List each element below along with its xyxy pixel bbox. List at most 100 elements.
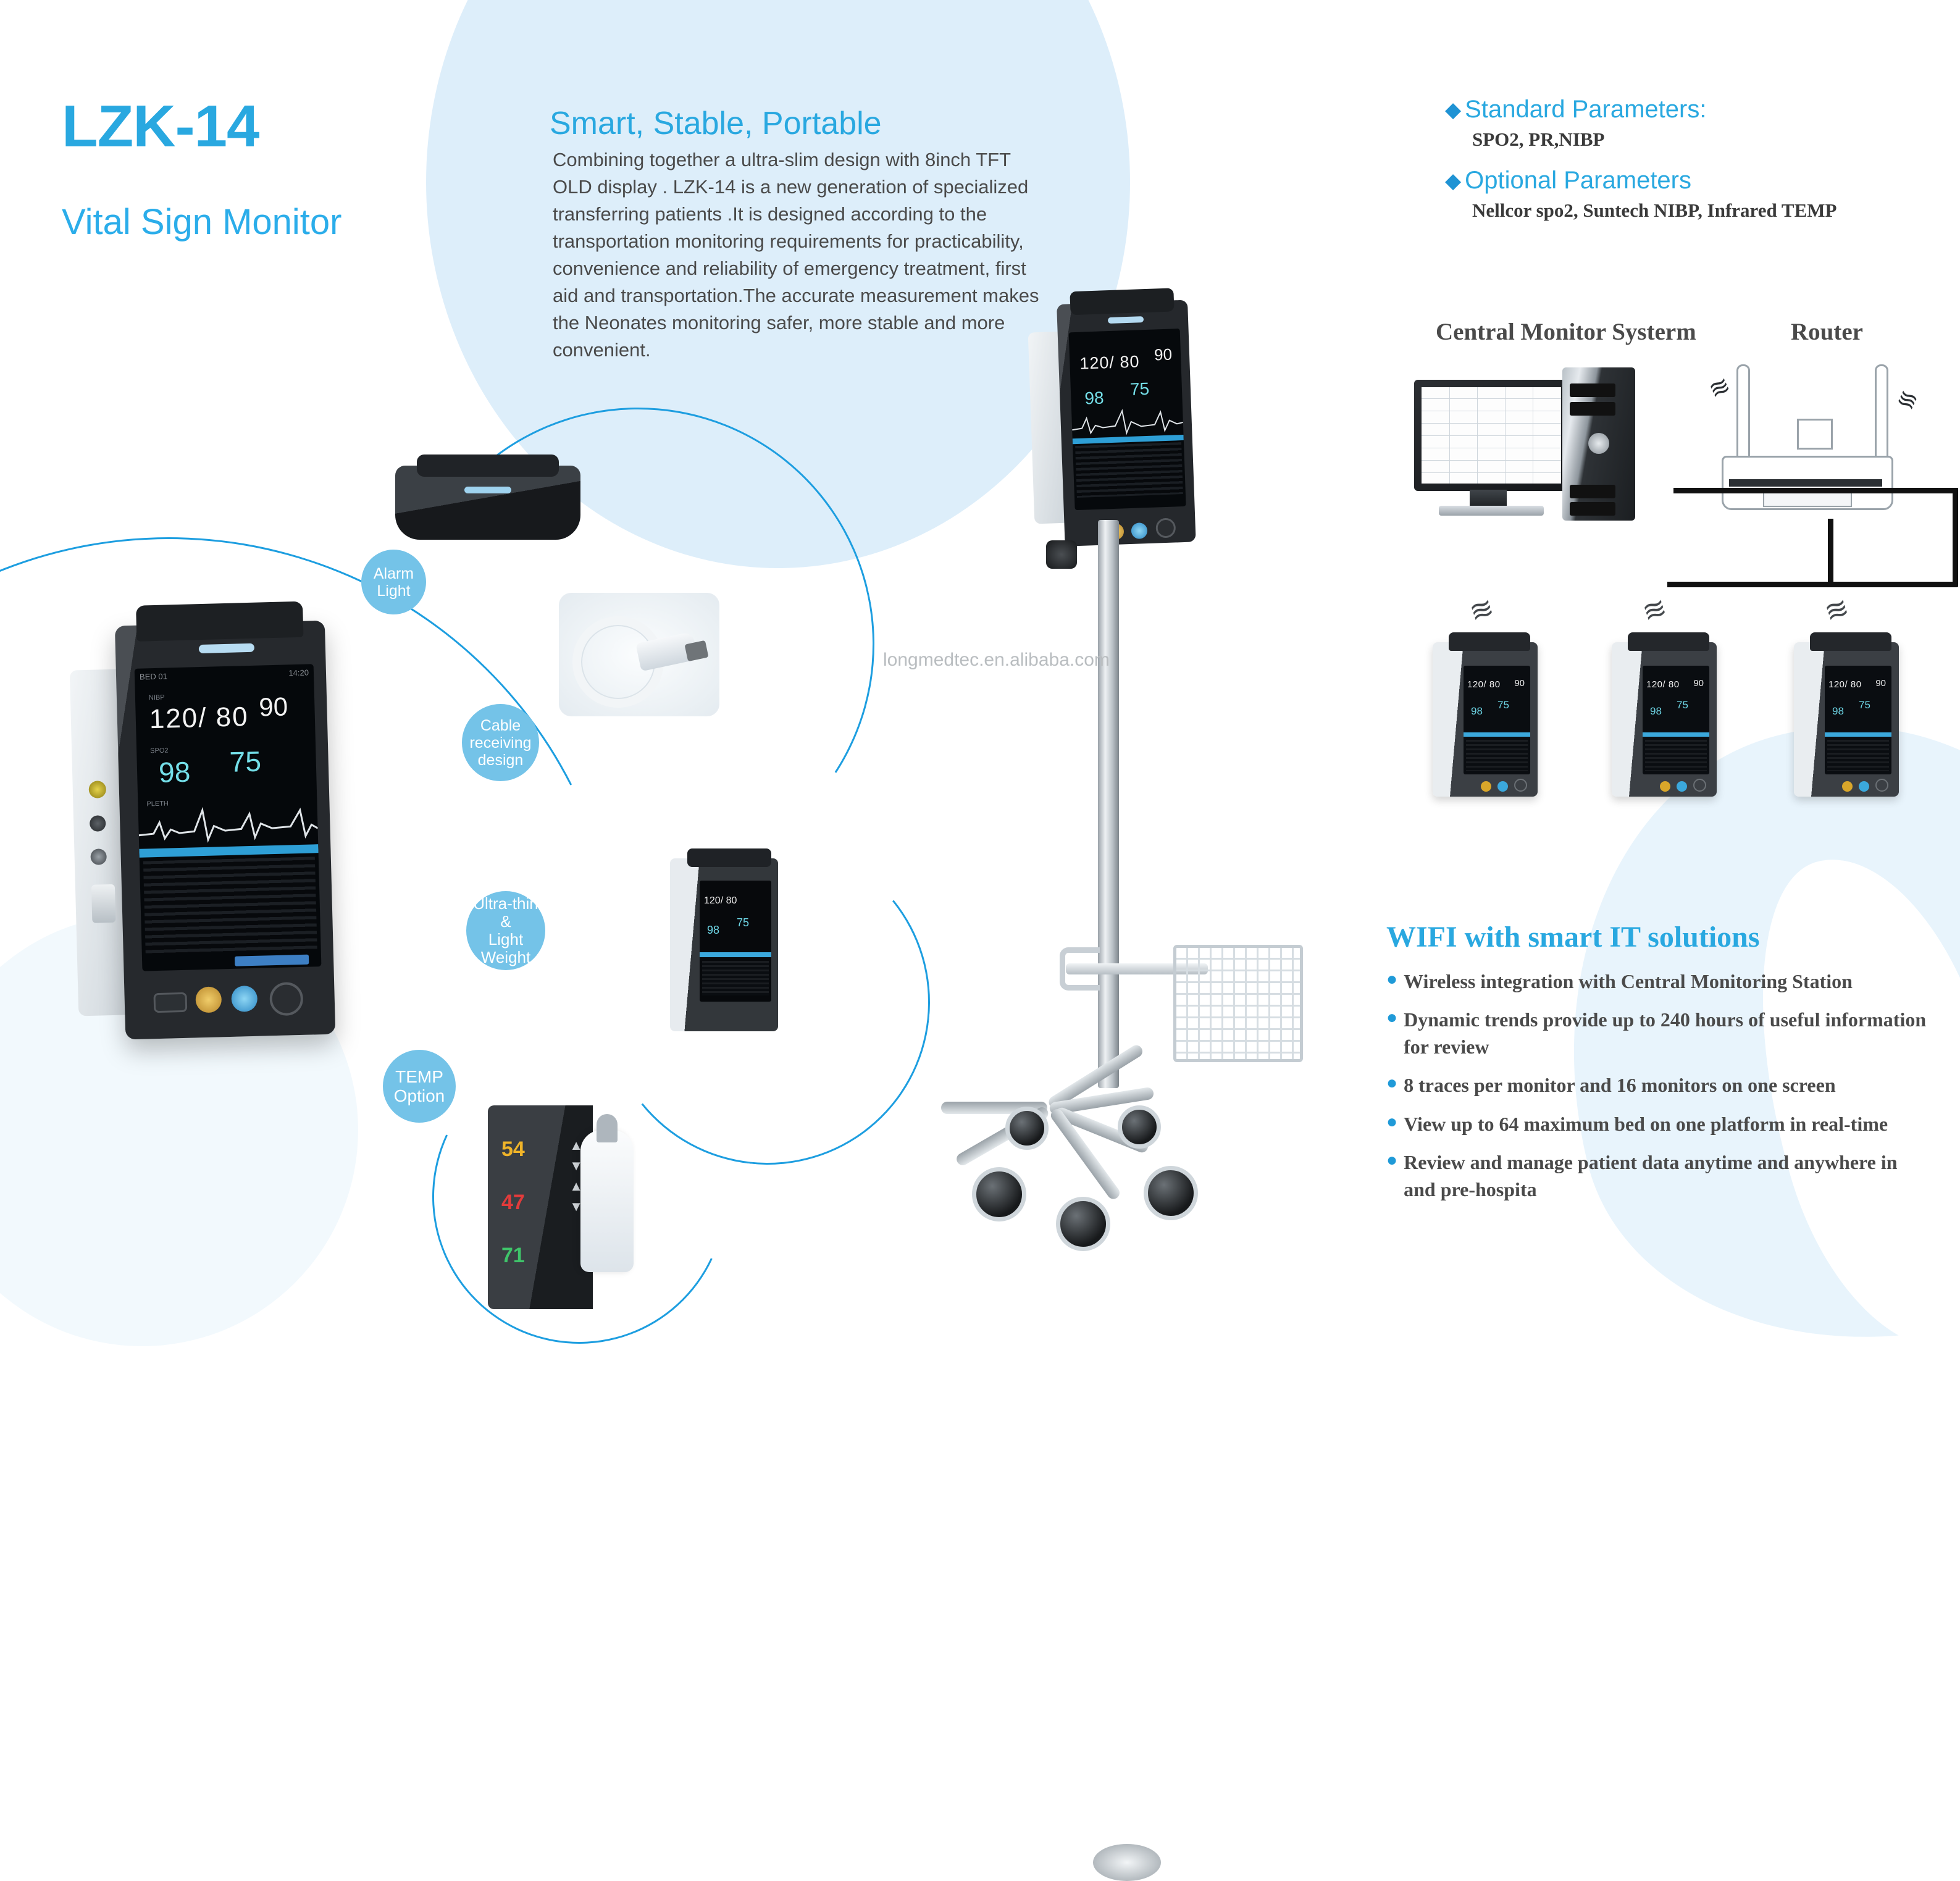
- alarm-light-indicator: [1107, 316, 1144, 324]
- wifi-signal-icon: ≋: [1465, 590, 1498, 629]
- mount-adjust-knob[interactable]: [1046, 540, 1077, 569]
- stand-hub: [1093, 1844, 1161, 1881]
- screen-status-bar: BED 01 14:20: [140, 668, 309, 685]
- watermark-url: longmedtec.en.alibaba.com: [883, 650, 1110, 670]
- hr-value: 75: [1497, 699, 1509, 711]
- callout-label-line1: Ultra-thin &: [473, 894, 538, 931]
- router-title: Router: [1791, 319, 1863, 345]
- router-power-adapter: [1797, 419, 1833, 450]
- alarm-light-indicator: [464, 487, 511, 493]
- temp-value-2: 47: [501, 1191, 525, 1214]
- spo2-value: 98: [1650, 705, 1662, 717]
- wifi-bullet-text: View up to 64 maximum bed on one platfor…: [1404, 1112, 1888, 1135]
- menu-button[interactable]: [153, 992, 188, 1013]
- clock-label: 14:20: [288, 668, 309, 678]
- hr-value: 75: [229, 745, 262, 778]
- wifi-monitor-1: 120/ 80 90 98 75: [1433, 632, 1538, 797]
- callout-label: Cable receiving design: [462, 717, 539, 769]
- caster-wheel: [1144, 1166, 1198, 1220]
- pc-vent: [1570, 502, 1615, 516]
- caster-wheel: [1005, 1107, 1049, 1150]
- callout-label: Alarm Light: [373, 564, 414, 600]
- wifi-bullet-item: ● Wireless integration with Central Moni…: [1386, 968, 1930, 995]
- monitor-button-alarm: [1842, 781, 1853, 792]
- caster-wheel: [1118, 1105, 1161, 1149]
- monitor-handle: [1449, 632, 1530, 651]
- arrow-indicators-icon: ▲▼▲▼: [569, 1137, 583, 1214]
- callout-label-line1: TEMP: [395, 1066, 443, 1086]
- pr-value: 90: [1693, 678, 1704, 689]
- pc-monitor: [1414, 380, 1568, 491]
- spo2-value: 98: [158, 755, 191, 789]
- monitor-screen: 120/ 80 90 98 75: [1643, 666, 1709, 774]
- wifi-signal-icon: ≋: [1820, 590, 1853, 629]
- device-screen: 120/ 80 98 75: [700, 881, 771, 1002]
- screen-trend-table: [143, 857, 317, 954]
- wifi-bullet-item: ● Review and manage patient data anytime…: [1386, 1149, 1930, 1203]
- callout-alarm-light: Alarm Light: [361, 550, 426, 614]
- hr-value: 75: [1859, 699, 1870, 711]
- router-power-cable: [1828, 519, 1833, 584]
- network-cable-horizontal: [1673, 488, 1958, 493]
- optional-parameters-label: Optional Parameters: [1465, 167, 1691, 194]
- wifi-signal-icon: ≋: [1704, 371, 1735, 405]
- pr-value: 90: [1514, 678, 1525, 689]
- pr-value: 90: [1154, 345, 1173, 364]
- pc-monitor-base: [1439, 506, 1544, 516]
- callout-label: Ultra-thin & Light Weight: [466, 894, 545, 967]
- wifi-bullet-text: 8 traces per monitor and 16 monitors on …: [1404, 1074, 1836, 1097]
- pr-value: 90: [1875, 678, 1886, 689]
- spo2-value: 98: [707, 924, 720, 936]
- waveform-graphic: [1072, 409, 1184, 435]
- device-handle: [136, 601, 304, 642]
- bp-value: 120/ 80: [704, 895, 737, 906]
- network-cable-vertical: [1953, 488, 1958, 587]
- monitor-button-nibp: [1497, 781, 1508, 792]
- device-screen: 120/ 80 90 98 75: [1068, 329, 1186, 511]
- callout-label-line2: Light Weight: [480, 930, 531, 967]
- monitor-button-menu: [1875, 779, 1888, 792]
- callout-cable-receiving: Cable receiving design: [462, 704, 539, 781]
- product-subtitle: Vital Sign Monitor: [62, 202, 342, 242]
- callout-label-line2: receiving design: [469, 734, 532, 769]
- wifi-signal-icon: ≋: [1892, 383, 1923, 417]
- main-device-photo: BED 01 14:20 NIBP 120/ 80 90 SPO2 98 75 …: [69, 601, 339, 1060]
- pc-power-button: [1588, 433, 1609, 454]
- monitor-handle: [1628, 632, 1709, 651]
- device-top-view: [395, 466, 580, 540]
- monitor-button-menu: [1514, 779, 1527, 792]
- parameters-block: ◆ Standard Parameters: SPO2, PR,NIBP ◆ O…: [1445, 96, 1914, 222]
- bp-value: 120/ 80: [1079, 352, 1140, 373]
- waveform-graphic: [138, 806, 319, 843]
- rolling-stand-photo: 120/ 80 90 98 75: [914, 288, 1303, 1881]
- device-handle: [417, 455, 559, 477]
- nibp-label: NIBP: [148, 693, 165, 702]
- bullet-dot-icon: ●: [1386, 1073, 1398, 1094]
- bp-value: 120/ 80: [1467, 679, 1501, 690]
- bullet-dot-icon: ●: [1386, 1007, 1398, 1028]
- callout-temp-option: TEMP Option: [383, 1050, 456, 1123]
- temp-value-3: 71: [501, 1244, 525, 1267]
- device-screen: BED 01 14:20 NIBP 120/ 80 90 SPO2 98 75 …: [134, 664, 322, 971]
- router-illustration: ≋ ≋: [1667, 364, 1958, 587]
- bp-value: 120/ 80: [1646, 679, 1680, 690]
- caster-wheel: [972, 1167, 1026, 1221]
- monitor-button-alarm: [1481, 781, 1491, 792]
- optional-parameters-values: Nellcor spo2, Suntech NIBP, Infrared TEM…: [1472, 199, 1837, 221]
- device-handle: [1070, 288, 1175, 316]
- screen-trend-table: [1466, 740, 1528, 771]
- wifi-monitor-3: 120/ 80 90 98 75: [1794, 632, 1899, 797]
- callout-ultra-thin: Ultra-thin & Light Weight: [466, 891, 545, 970]
- temp-option-photo: 54 47 71 ▲▼▲▼: [488, 1105, 636, 1309]
- monitor-button-alarm: [1660, 781, 1670, 792]
- optional-parameters-heading: ◆ Optional Parameters: [1445, 167, 1914, 195]
- monitor-screen: 120/ 80 90 98 75: [1825, 666, 1891, 774]
- central-monitor-pc-illustration: [1408, 355, 1673, 540]
- screen-accent-bar: [1825, 732, 1891, 737]
- monitor-button-menu: [1693, 779, 1706, 792]
- stand-pole: [1098, 520, 1119, 1088]
- wifi-bullet-item: ● Dynamic trends provide up to 240 hours…: [1386, 1006, 1930, 1060]
- screen-trend-table: [1075, 442, 1183, 498]
- mounted-monitor: 120/ 80 90 98 75: [1027, 288, 1196, 553]
- router-antenna-right: [1875, 364, 1888, 464]
